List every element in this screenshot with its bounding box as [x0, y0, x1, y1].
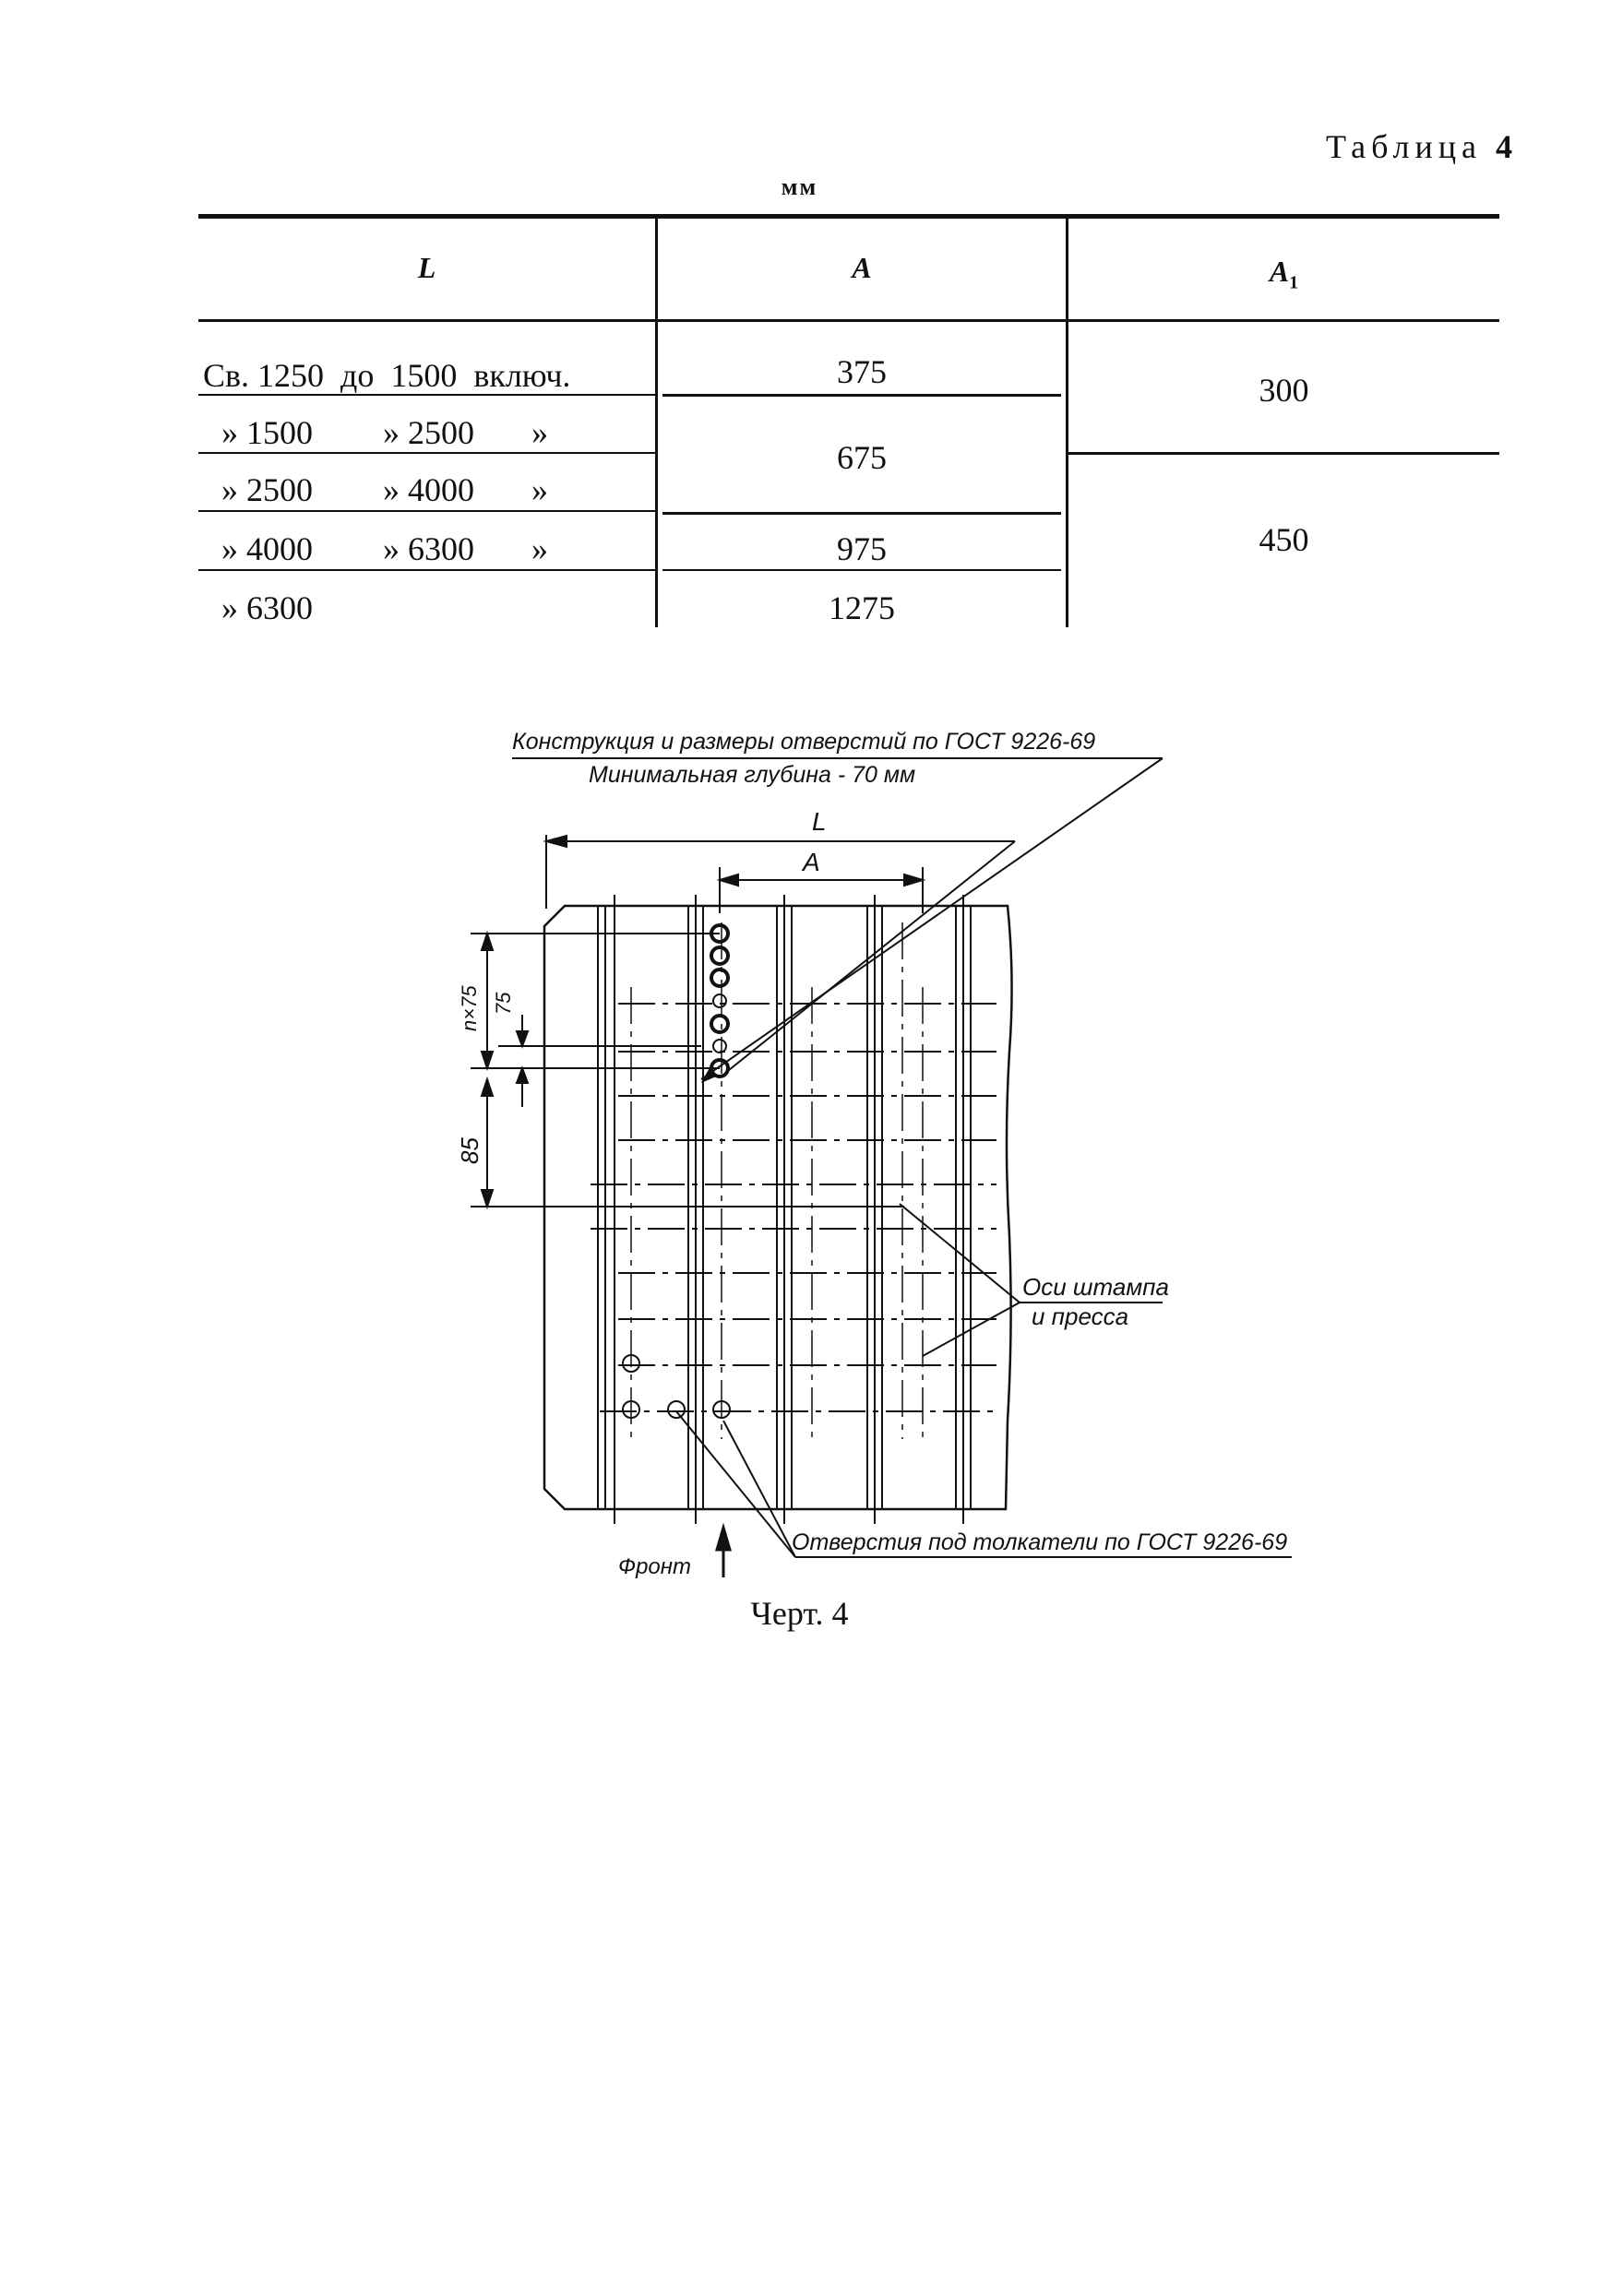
row-rule-A1-1	[1068, 452, 1499, 455]
row-2-to: » 2500	[383, 414, 474, 451]
A1-value-2: 450	[1259, 521, 1309, 558]
row-5-A: 1275	[829, 589, 895, 626]
table-col-divider-1	[655, 219, 658, 627]
table-header-rule	[198, 319, 1499, 322]
row-rule-L-2	[198, 452, 655, 454]
dim-L-lines	[543, 834, 1015, 909]
dim-A-label: A	[801, 848, 820, 876]
table-col-divider-2	[1066, 219, 1068, 627]
header-A-text: A	[852, 251, 872, 284]
vertical-axes	[630, 922, 924, 1439]
ejector-label: Отверстия под толкатели по ГОСТ 9226-69	[792, 1529, 1287, 1555]
dim-75-label: 75	[492, 992, 515, 1015]
row-1-suffix: включ.	[473, 357, 571, 394]
row-3-from: » 2500	[221, 471, 313, 508]
row-rule-L-3	[198, 510, 655, 512]
header-L-text: L	[417, 251, 436, 284]
header-A1: A1	[1068, 255, 1499, 293]
table-top-rule	[198, 214, 1499, 219]
row-2-from: » 1500	[221, 414, 313, 451]
dim-A-lines	[716, 867, 926, 913]
axis-grid	[591, 1003, 996, 1412]
row-5-from: » 6300	[221, 589, 313, 626]
table-caption-number: 4	[1496, 128, 1512, 165]
row-rule-A-2	[662, 512, 1061, 515]
table-units: мм	[781, 173, 818, 200]
row-4-L: » 4000 » 6300 »	[221, 529, 548, 568]
row-5-L: » 6300	[221, 589, 313, 627]
row-rule-L-4	[198, 569, 655, 571]
hole-column	[710, 923, 730, 1078]
row-1-from: Св. 1250	[203, 357, 325, 394]
row-4-from: » 4000	[221, 530, 313, 567]
row-3-to: » 4000	[383, 471, 474, 508]
ejector-holes	[622, 1354, 731, 1419]
ejector-leader	[675, 1410, 1292, 1558]
axes-label-1: Оси штампа	[1022, 1273, 1169, 1301]
header-L: L	[198, 251, 655, 285]
table-caption-word: Таблица	[1326, 128, 1482, 165]
row-3-suffix: »	[531, 471, 548, 508]
front-label: Фронт	[618, 1554, 691, 1579]
row-rule-A-3	[662, 569, 1061, 571]
row-1-to: 1500	[390, 357, 458, 394]
note-line1: Конструкция и размеры отверстий по ГОСТ …	[512, 729, 1095, 755]
figure-caption: Черт. 4	[750, 1595, 849, 1632]
row-4-A: 975	[837, 530, 887, 567]
note-leader	[512, 757, 1163, 1084]
row-2-A: 675	[837, 439, 887, 476]
row-4-to: » 6300	[383, 530, 474, 567]
A1-value-1: 300	[1259, 372, 1309, 409]
row-rule-A-1	[662, 394, 1061, 397]
row-1-word-to: до	[340, 357, 375, 394]
note-line2: Минимальная глубина - 70 мм	[589, 762, 915, 788]
axes-label-2: и пресса	[1032, 1303, 1128, 1330]
dim-n75-label: n×75	[458, 985, 481, 1031]
front-arrow	[715, 1522, 732, 1577]
row-3-L: » 2500 » 4000 »	[221, 470, 548, 509]
header-A1-sub: 1	[1289, 272, 1299, 293]
plate-outline	[543, 904, 1013, 1511]
table-caption: Таблица 4	[1326, 127, 1512, 166]
dim-left-lines	[471, 930, 904, 1210]
axes-leader	[899, 1203, 1163, 1357]
slot-lines	[597, 895, 972, 1524]
dim-85-label: 85	[456, 1137, 483, 1164]
row-2-suffix: »	[531, 414, 548, 451]
row-1-A: 375	[837, 353, 887, 390]
row-4-suffix: »	[531, 530, 548, 567]
row-2-L: » 1500 » 2500 »	[221, 413, 548, 452]
header-A1-text: A	[1269, 255, 1290, 288]
dim-L-label: L	[812, 807, 827, 836]
row-rule-L-1	[198, 394, 655, 396]
row-1-L: Св. 1250 до 1500 включ.	[203, 356, 570, 395]
header-A: A	[658, 251, 1066, 285]
